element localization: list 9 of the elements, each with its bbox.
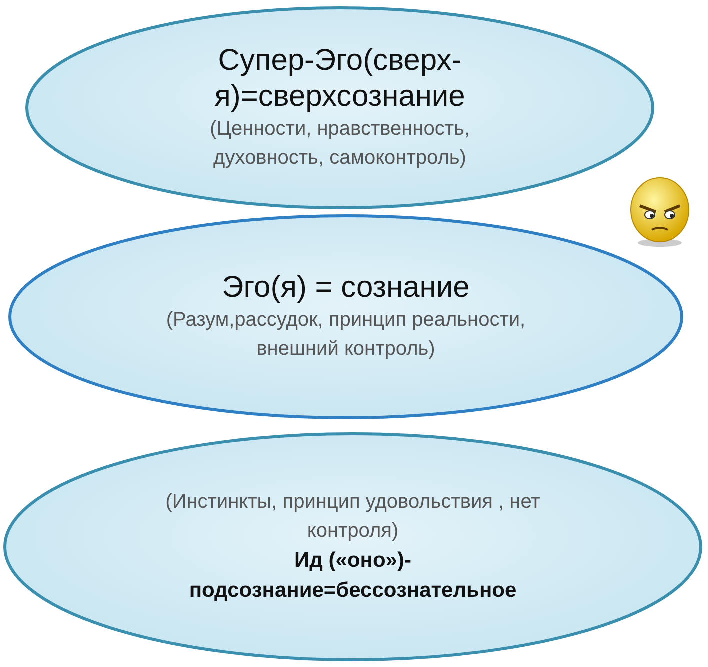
description-text: (Инстинкты, принцип удовольствия , нет контроля) <box>164 490 542 544</box>
heading-text: Ид («оно»)- подсознание=бессознательное <box>188 548 518 604</box>
ellipse-node <box>25 6 655 210</box>
description-text: (Ценности, нравственность, духовность, самоконтроль) <box>209 117 471 171</box>
ellipse-node <box>8 214 684 420</box>
heading-text: Эго(я) = сознание <box>221 270 471 306</box>
ellipse-node <box>3 432 703 662</box>
heading-text: Супер-Эго(сверх-я)=сверхсознание <box>214 43 466 115</box>
description-text: (Разум,рассудок, принцип реальности, внешний контроль) <box>165 308 527 362</box>
